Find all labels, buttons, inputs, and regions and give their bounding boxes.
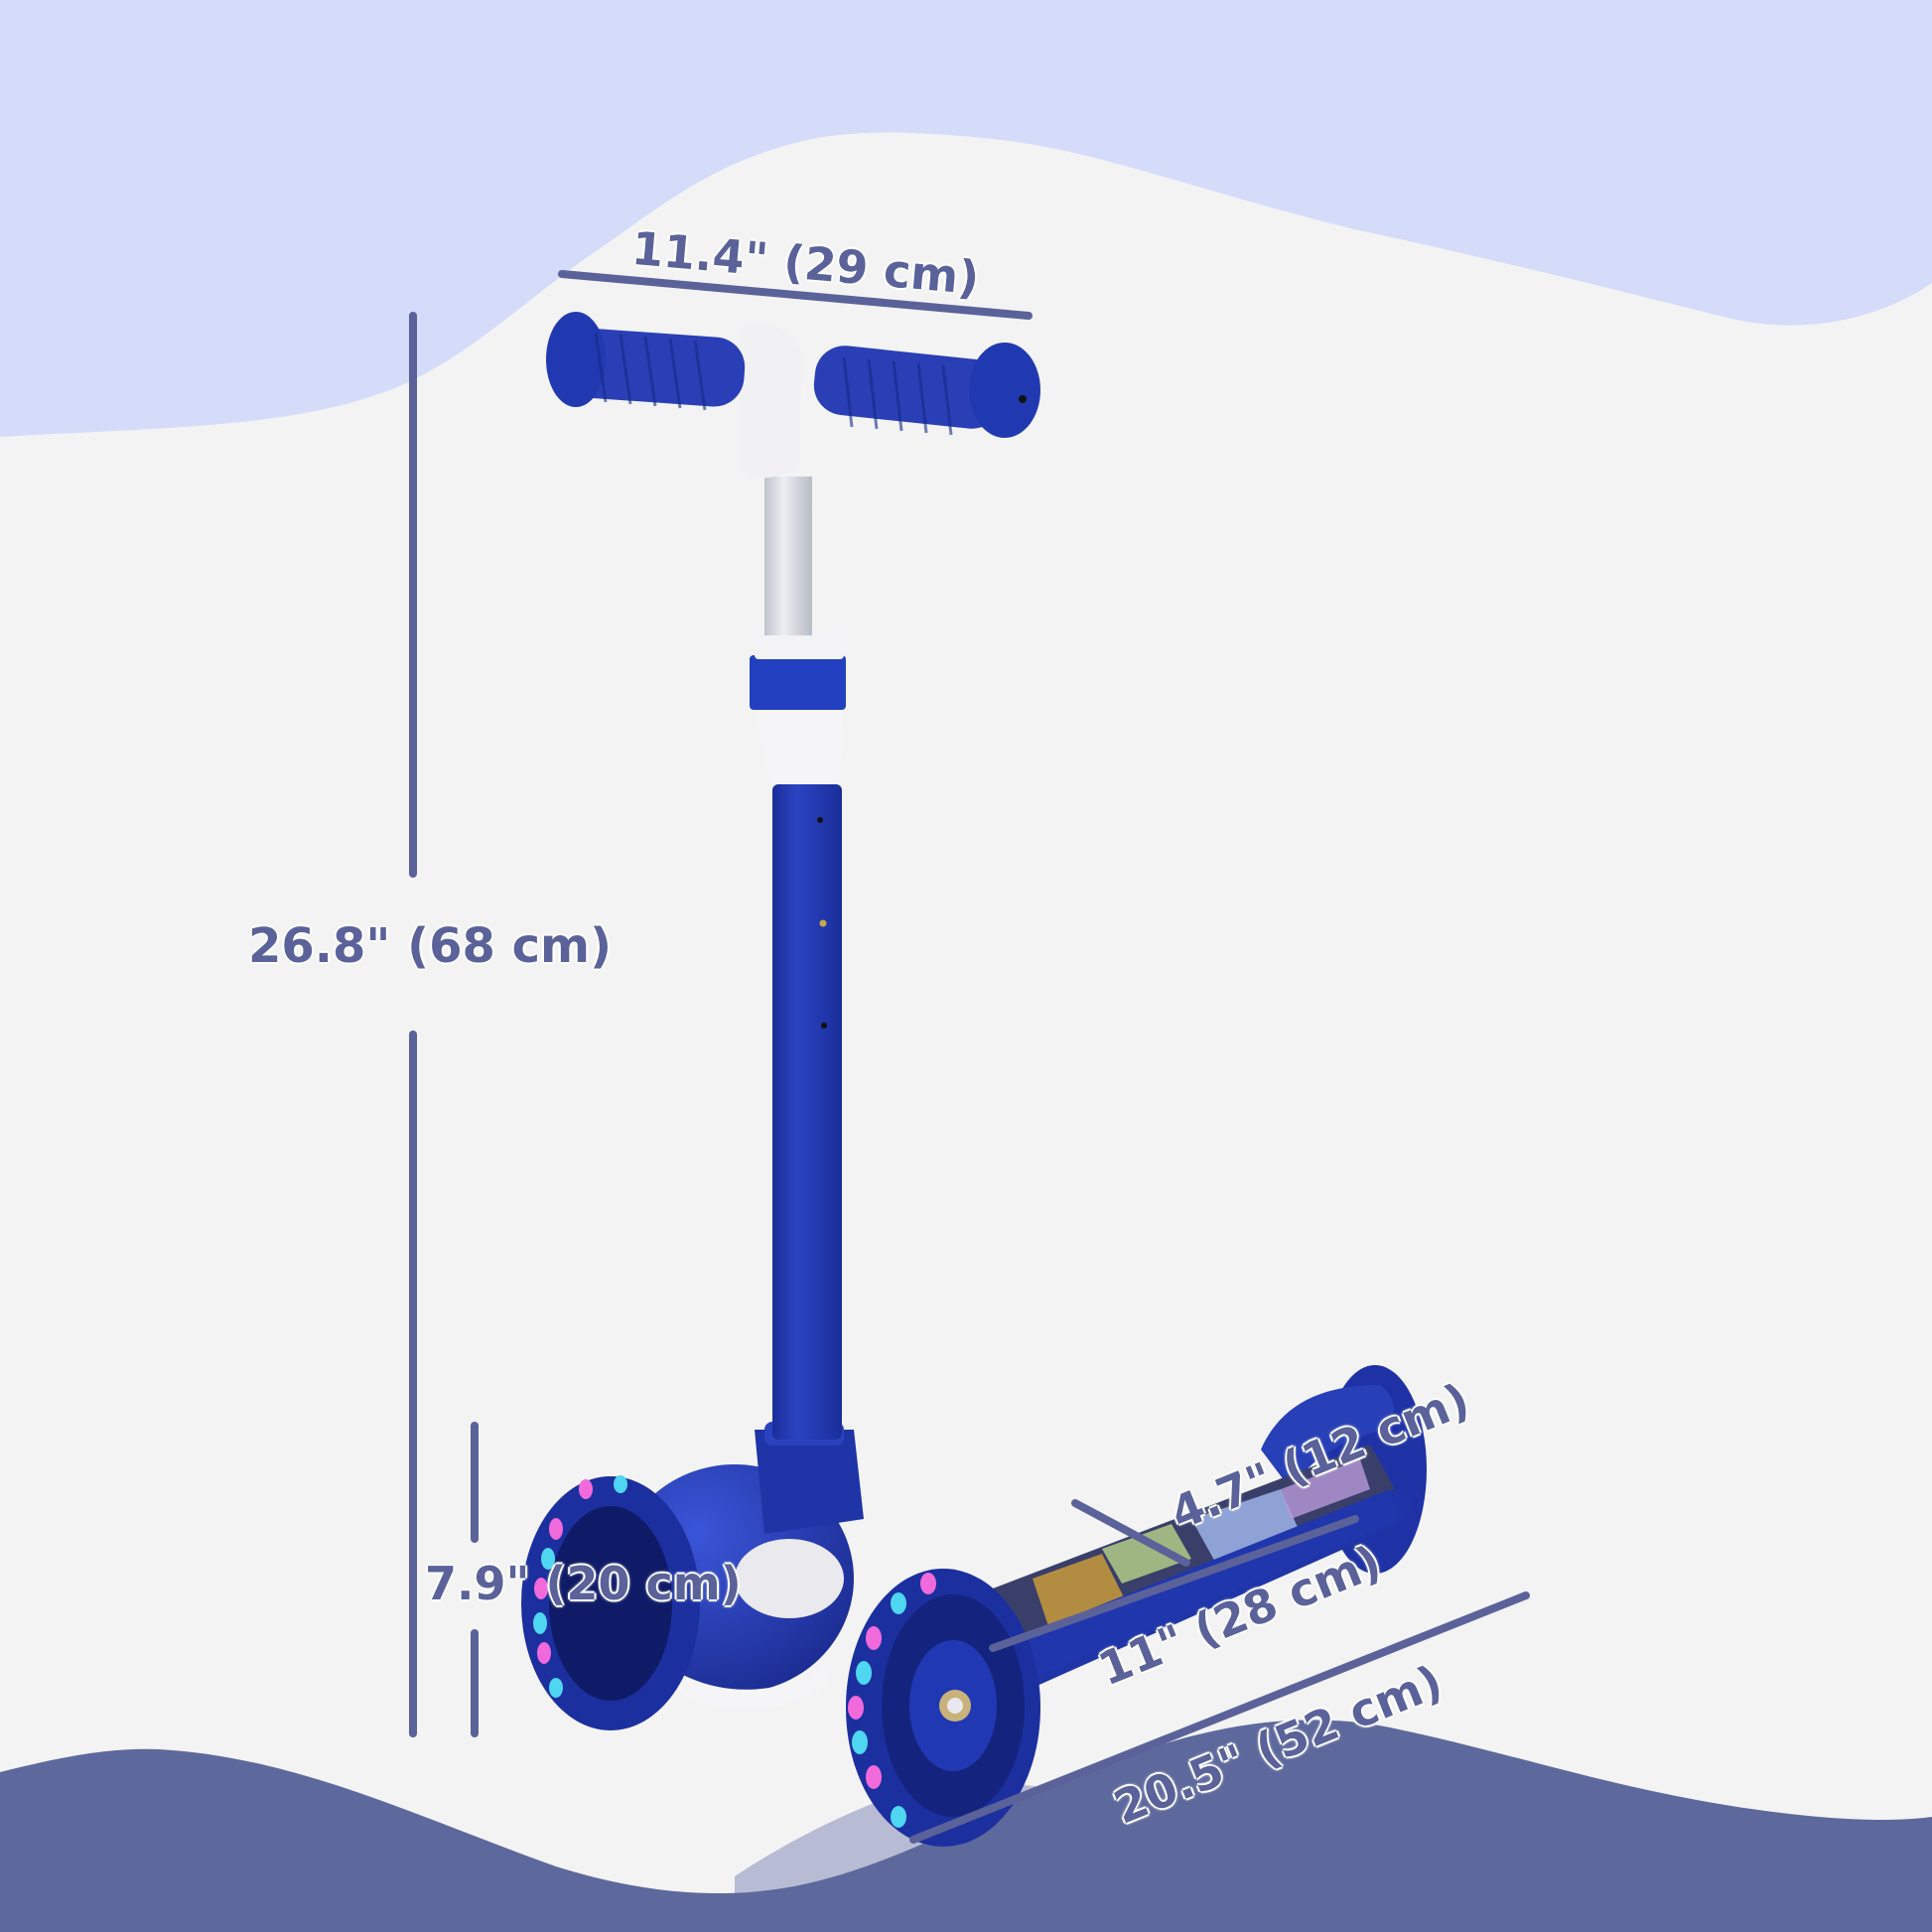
left-front-wheel xyxy=(521,1475,700,1730)
stem xyxy=(750,477,846,1440)
deck-width-line xyxy=(1071,1499,1190,1567)
top-wave xyxy=(0,0,1932,437)
deck-height-label: 7.9" (20 cm) xyxy=(425,1557,742,1610)
total-length-line xyxy=(909,1591,1530,1844)
handlebar-width-line xyxy=(558,270,1033,320)
deck-length-line xyxy=(989,1515,1359,1652)
handlebar xyxy=(546,312,1040,479)
total-height-label: 26.8" (68 cm) xyxy=(248,918,612,974)
right-front-wheel xyxy=(846,1569,1040,1847)
